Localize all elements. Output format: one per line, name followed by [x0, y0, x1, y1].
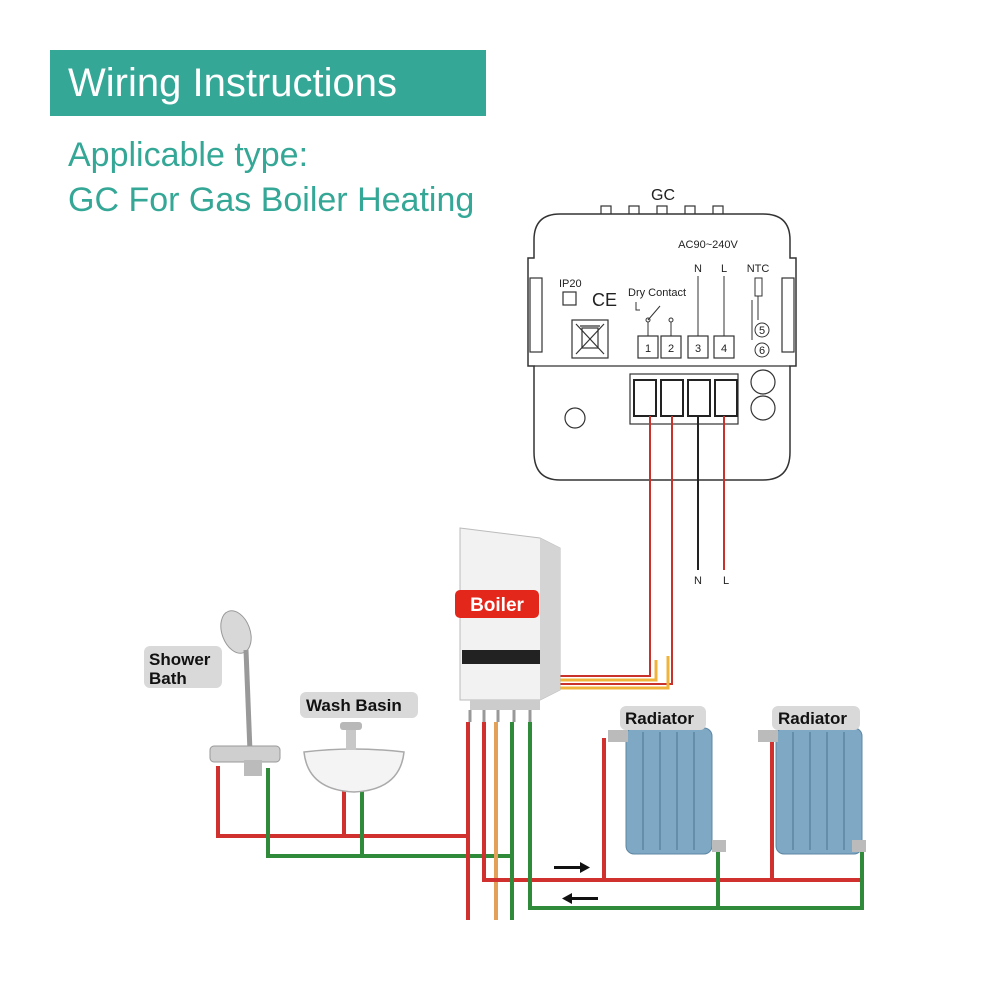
terminal-4-label: 4 — [721, 343, 727, 355]
thermostat-model-label: GC — [651, 187, 675, 204]
wash-basin-fixture — [303, 722, 405, 793]
boiler-label: Boiler — [470, 595, 524, 616]
terminal-2 — [660, 335, 682, 359]
ip-rating-label: IP20 — [559, 278, 582, 290]
radiator-2 — [758, 727, 866, 855]
n-terminal-label: N — [694, 263, 702, 275]
voltage-label: AC90~240V — [678, 239, 738, 251]
radiator-1-tag — [620, 706, 706, 730]
radiator-2-tag — [772, 706, 860, 730]
wire-n-label: N — [694, 575, 702, 587]
bath-label: Bath — [149, 669, 187, 688]
terminal-1-label: 1 — [645, 343, 651, 355]
radiator-1-label: Radiator — [625, 709, 694, 728]
ip-rating-icon — [562, 291, 577, 306]
terminal-3 — [687, 335, 709, 359]
boiler-unit: Boiler — [455, 527, 561, 722]
radiator-2-label: Radiator — [778, 709, 847, 728]
shower-bath-tag — [144, 646, 222, 688]
l-terminal-label: L — [721, 263, 727, 275]
connector-blocks — [629, 373, 739, 425]
shower-fixture — [209, 610, 281, 776]
ce-mark-icon: CE — [592, 290, 617, 310]
pipework — [216, 722, 864, 920]
subtitle-gc-gas-boiler: GC For Gas Boiler Heating — [68, 181, 475, 219]
ntc-label: NTC — [747, 263, 770, 275]
page-title: Wiring Instructions — [68, 61, 397, 105]
wash-basin-tag — [300, 692, 418, 718]
weee-bin-icon — [571, 319, 609, 359]
radiator-1 — [608, 727, 726, 855]
subtitle-applicable-type: Applicable type: — [68, 136, 309, 174]
wire-l-label: L — [723, 575, 729, 587]
ntc-terminal-6-label: 6 — [759, 345, 765, 357]
dry-contact-label: Dry Contact — [628, 287, 686, 299]
title-banner: Wiring Instructions — [50, 50, 486, 116]
thermostat-wires — [556, 416, 725, 690]
terminal-4 — [713, 335, 735, 359]
thermostat-unit: GC AC90~240V IP20 CE Dry Contact — [527, 187, 797, 481]
wash-basin-label: Wash Basin — [306, 696, 402, 715]
ntc-terminal-5-label: 5 — [759, 325, 765, 337]
terminal-3-label: 3 — [695, 343, 701, 355]
shower-label: Shower — [149, 650, 211, 669]
flow-arrows — [554, 862, 598, 904]
terminal-1 — [637, 335, 659, 359]
terminal-2-label: 2 — [668, 343, 674, 355]
